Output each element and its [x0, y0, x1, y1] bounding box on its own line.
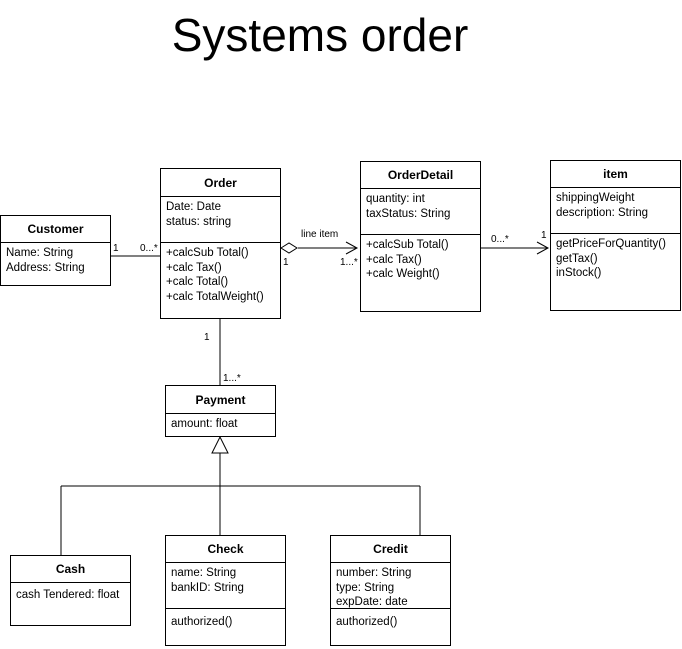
attributes-section: name: String bankID: String	[166, 563, 285, 609]
attributes-section: Name: String Address: String	[1, 243, 110, 278]
method: authorized()	[171, 616, 233, 628]
method: +calc Weight()	[366, 268, 440, 280]
class-customer[interactable]: Customer Name: String Address: String	[0, 215, 111, 286]
class-name: Payment	[166, 386, 275, 414]
class-credit[interactable]: Credit number: String type: String expDa…	[330, 535, 451, 646]
class-name: Credit	[331, 536, 450, 563]
attributes-section: shippingWeight description: String	[551, 188, 680, 234]
customer-order-from-multiplicity: 1	[113, 243, 119, 254]
method: +calc Total()	[166, 276, 229, 288]
methods-section: authorized()	[331, 609, 450, 633]
orderdetail-item-from-multiplicity: 0...*	[491, 234, 509, 245]
class-name: Order	[161, 169, 280, 197]
attribute: Name: String	[6, 247, 74, 259]
attributes-section: amount: float	[166, 414, 275, 435]
order-payment-from-multiplicity: 1	[204, 332, 210, 343]
method: getPriceForQuantity()	[556, 238, 666, 250]
method: +calcSub Total()	[366, 239, 449, 251]
order-orderdetail-from-multiplicity: 1	[283, 257, 289, 268]
attribute: amount: float	[171, 418, 238, 430]
order-orderdetail-role-label: line item	[301, 229, 339, 240]
attribute: Date: Date	[166, 201, 221, 213]
diagram-title: Systems order	[171, 9, 469, 61]
aggregation-diamond	[280, 242, 298, 254]
attribute: type: String	[336, 581, 395, 594]
class-name: item	[551, 161, 680, 188]
method: authorized()	[336, 616, 398, 628]
method: +calcSub Total()	[166, 247, 249, 259]
methods-section: +calcSub Total() +calc Tax() +calc Weigh…	[361, 235, 480, 285]
attributes-section: cash Tendered: float	[11, 583, 130, 606]
attribute: cash Tendered: float	[16, 589, 120, 601]
order-orderdetail-to-multiplicity: 1...*	[340, 257, 358, 268]
attributes-section: number: String type: String expDate: dat…	[331, 563, 450, 609]
attribute: expDate: date	[336, 596, 408, 608]
method: +calc TotalWeight()	[166, 290, 264, 303]
class-check[interactable]: Check name: String bankID: String author…	[165, 535, 286, 646]
attribute: bankID: String	[171, 581, 244, 594]
method: inStock()	[556, 267, 602, 279]
class-item[interactable]: item shippingWeight description: String …	[550, 160, 681, 311]
methods-section: authorized()	[166, 609, 285, 633]
attribute: taxStatus: String	[366, 207, 451, 220]
open-arrow-head	[536, 241, 550, 255]
attribute: status: string	[166, 215, 232, 228]
attribute: shippingWeight	[556, 192, 635, 204]
method: +calc Tax()	[166, 261, 222, 274]
class-name: Customer	[1, 216, 110, 243]
order-payment-to-multiplicity: 1...*	[223, 373, 241, 384]
orderdetail-item-to-multiplicity: 1	[541, 230, 547, 241]
generalization-triangle	[211, 435, 229, 454]
class-orderdetail[interactable]: OrderDetail quantity: int taxStatus: Str…	[360, 161, 481, 312]
attribute: description: String	[556, 206, 649, 219]
class-name: Check	[166, 536, 285, 563]
open-arrow-head	[345, 241, 359, 255]
customer-order-to-multiplicity: 0...*	[140, 243, 158, 254]
attributes-section: Date: Date status: string	[161, 197, 280, 243]
attribute: Address: String	[6, 261, 85, 274]
method: getTax()	[556, 252, 598, 265]
attribute: quantity: int	[366, 193, 425, 205]
method: +calc Tax()	[366, 253, 422, 266]
attribute: number: String	[336, 567, 412, 579]
class-payment[interactable]: Payment amount: float	[165, 385, 276, 437]
class-order[interactable]: Order Date: Date status: string +calcSub…	[160, 168, 281, 319]
attribute: name: String	[171, 567, 237, 579]
class-name: OrderDetail	[361, 162, 480, 189]
methods-section: getPriceForQuantity() getTax() inStock()	[551, 234, 680, 284]
attributes-section: quantity: int taxStatus: String	[361, 189, 480, 235]
class-name: Cash	[11, 556, 130, 583]
class-cash[interactable]: Cash cash Tendered: float	[10, 555, 131, 626]
methods-section: +calcSub Total() +calc Tax() +calc Total…	[161, 243, 280, 307]
